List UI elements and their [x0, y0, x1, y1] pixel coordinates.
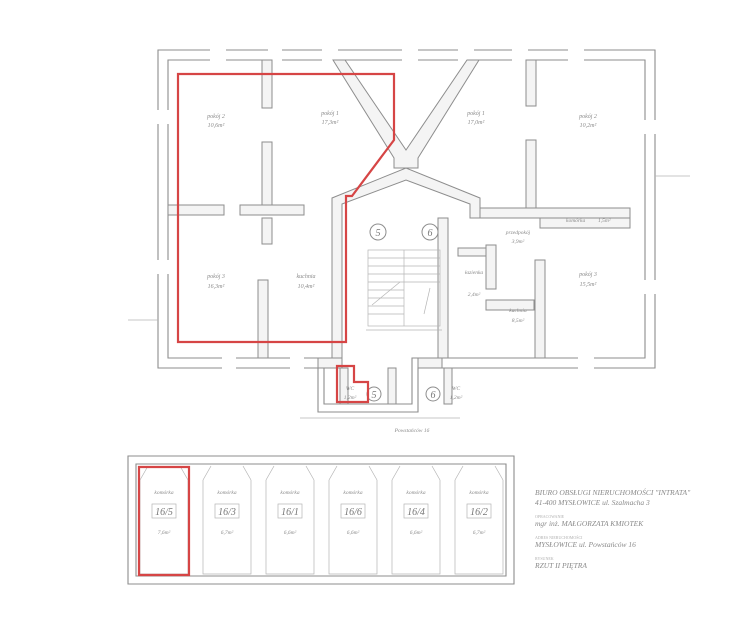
room-kuchnia-right-area: 8,5m²	[512, 318, 525, 324]
highlighted-storage-16-5	[137, 465, 191, 577]
storage-cell-outline	[265, 465, 315, 575]
room-wc-left-name: WC	[346, 386, 355, 392]
room-komorka-right-name: komórka	[566, 218, 585, 224]
interior-walls	[167, 59, 631, 405]
designer-name: mgr inż. MAŁGORZATA KMIOTEK	[535, 519, 644, 528]
storage-cell-name: komórka	[280, 490, 299, 496]
storage-cell-name: komórka	[469, 490, 488, 496]
storage-cell-area: 7,6m²	[158, 530, 171, 536]
wc-marker-6: 6	[425, 386, 441, 402]
room-wc-right-area: 1,2m²	[450, 395, 463, 401]
room-kuchnia-left-name: kuchnia	[297, 274, 316, 280]
stair-marker-6: 6	[421, 223, 439, 241]
storage-cell-number: 16/2	[470, 507, 488, 518]
room-pokoj2-left-name: pokój 2	[206, 114, 225, 120]
storage-cells: komórka 16/5 7,6m² komórka 16/3 6,7m² komórka 1…	[139, 465, 504, 575]
room-labels: pokój 2 10,6m² pokój 1 17,3m² pokój 3 16…	[206, 111, 611, 434]
storage-cell-outline	[202, 465, 252, 575]
room-przedpokoj-right-name: przedpokój	[505, 230, 531, 236]
staircase	[366, 249, 442, 331]
object-address: MYSŁOWICE ul. Powstańców 16	[535, 540, 636, 549]
storage-cell-area: 6,7m²	[221, 530, 234, 536]
room-kuchnia-left-area: 10,4m²	[298, 283, 315, 290]
room-pokoj3-right-area: 15,5m²	[580, 282, 597, 288]
room-pokoj2-right-area: 10,2m²	[580, 123, 597, 129]
storage-cell-number: 16/1	[281, 507, 299, 518]
storage-cell-number: 16/6	[344, 507, 362, 518]
room-pokoj1-left-name: pokój 1	[320, 111, 339, 117]
storage-number-box	[214, 503, 240, 519]
storage-cell-16-3: komórka 16/3 6,7m²	[202, 465, 252, 575]
storage-cell-name: komórka	[154, 490, 173, 496]
wc-marker-6-label: 6	[431, 390, 436, 401]
storage-cell-16-5: komórka 16/5 7,6m²	[139, 465, 189, 575]
room-pokoj3-left-area: 16,3m²	[208, 284, 225, 290]
room-pokoj1-left-area: 17,3m²	[322, 120, 339, 126]
building-outer-walls	[157, 49, 656, 413]
room-kuchnia-right-name: kuchnia	[509, 308, 527, 314]
title-block: BIURO OBSŁUGI NIERUCHOMOŚCI "INTRATA" 41…	[535, 488, 735, 571]
storage-cell-number: 16/5	[155, 507, 173, 518]
storage-cell-outline	[328, 465, 378, 575]
storage-cell-16-2: komórka 16/2 6,7m²	[454, 465, 504, 575]
object-caption: ADRES NIERUCHOMOŚCI	[535, 535, 583, 540]
highlighted-apartment-5	[176, 72, 396, 404]
room-pokoj3-right-name: pokój 3	[578, 272, 597, 278]
storage-cell-name: komórka	[217, 490, 236, 496]
stair-marker-5-label: 5	[376, 228, 381, 239]
room-lazienka-right-name: łazienka	[465, 270, 484, 276]
stair-marker-6-label: 6	[428, 228, 433, 239]
room-wc-left-area: 1,2m²	[344, 395, 357, 401]
wc-marker-5-label: 5	[372, 390, 377, 401]
room-pokoj1-right-area: 17,0m²	[468, 120, 485, 126]
storage-cell-area: 6,7m²	[473, 530, 486, 536]
storage-cell-outline	[454, 465, 504, 575]
storage-number-box	[466, 503, 492, 519]
stair-marker-5: 5	[369, 223, 387, 241]
storage-cell-16-6: komórka 16/6 6,6m²	[328, 465, 378, 575]
office-name: BIURO OBSŁUGI NIERUCHOMOŚCI "INTRATA"	[535, 488, 691, 497]
room-wc-right-name: WC	[452, 386, 461, 392]
storage-cell-outline	[391, 465, 441, 575]
storage-number-box	[403, 503, 429, 519]
street-label: Powstańców 16	[394, 428, 430, 434]
drawing-caption: RYSUNEK	[535, 556, 554, 561]
storage-number-box	[151, 503, 177, 519]
drawing-title: RZUT II PIĘTRA	[535, 561, 587, 570]
storage-number-box	[340, 503, 366, 519]
storage-cell-16-1: komórka 16/1 6,6m²	[265, 465, 315, 575]
office-address: 41-400 MYSŁOWICE ul. Szalmacha 3	[535, 498, 650, 507]
storage-cell-area: 6,6m²	[347, 530, 360, 536]
room-pokoj2-left-area: 10,6m²	[208, 123, 225, 129]
designer-caption: OPRACOWANIE	[535, 514, 565, 519]
storage-cell-area: 6,6m²	[410, 530, 423, 536]
storage-cell-number: 16/3	[218, 507, 236, 518]
storage-number-box	[277, 503, 303, 519]
room-pokoj2-right-name: pokój 2	[578, 114, 597, 120]
room-pokoj1-right-name: pokój 1	[466, 111, 485, 117]
storage-cell-area: 6,6m²	[284, 530, 297, 536]
wc-marker-5: 5	[366, 386, 382, 402]
storage-cell-number: 16/4	[407, 507, 425, 518]
storage-cell-name: komórka	[343, 490, 362, 496]
storage-block: komórka 16/5 7,6m² komórka 16/3 6,7m² komórka 1…	[127, 455, 515, 585]
room-lazienka-right-area: 2,4m²	[468, 291, 481, 298]
room-komorka-right-area: 1,5m²	[598, 218, 611, 224]
room-przedpokoj-right-area: 3,9m²	[511, 239, 525, 245]
storage-cell-16-4: komórka 16/4 6,6m²	[391, 465, 441, 575]
storage-cell-outline	[139, 465, 189, 575]
storage-cell-name: komórka	[406, 490, 425, 496]
room-pokoj3-left-name: pokój 3	[206, 274, 225, 280]
